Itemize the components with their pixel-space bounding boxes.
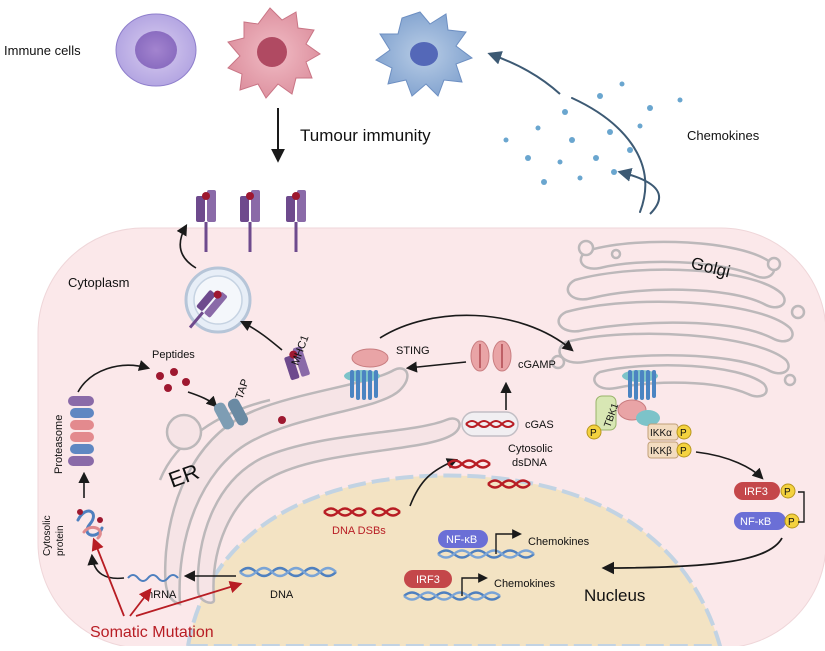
mhc-receptor-3	[286, 190, 306, 252]
mhc-receptor-2	[240, 190, 260, 252]
nfkb-right-phospho-label: P	[788, 517, 795, 528]
irf3-cytoplasm: IRF3 P	[734, 482, 796, 500]
irf3-nucleus: IRF3	[403, 570, 501, 601]
ikk-to-tf-arrow	[695, 451, 764, 480]
vesicle-to-surface-arrow	[176, 224, 197, 269]
cgamp-molecule	[470, 340, 512, 372]
dna-label: DNA	[270, 589, 294, 601]
cytosolic-protein-label-1: Cytosolic	[42, 515, 53, 556]
mhc-receptors-surface	[196, 190, 306, 252]
mrna-strand	[127, 574, 179, 582]
ikka-label: IKKα	[650, 428, 672, 439]
somatic-mutation-label: Somatic Mutation	[90, 624, 214, 641]
chemokine-path-lower	[571, 97, 647, 213]
ikk-complex: IKKα P IKKβ P	[647, 423, 692, 459]
mhc-receptor-1	[196, 190, 216, 252]
immune-cells-label: Immune cells	[4, 43, 81, 58]
mrna-to-protein-arrow	[87, 553, 125, 580]
irf3-right-phospho-label: P	[784, 487, 791, 498]
lymphocyte-icon	[115, 13, 197, 87]
golgi-apparatus	[550, 239, 806, 398]
tf-nuclear-import-arrow	[601, 537, 783, 575]
sting-golgi-complex	[617, 370, 660, 426]
chemokine-attraction-arrow	[487, 51, 561, 95]
nfkb-nucleus-label: NF-κB	[446, 534, 477, 546]
cytosolic-protein-label-2: protein	[55, 525, 66, 556]
cytosolic-dsdna-label-2: dsDNA	[512, 457, 548, 469]
cgamp-to-sting-arrow	[405, 361, 467, 373]
mhc-to-vesicle-arrow	[239, 320, 283, 351]
sting-label: STING	[396, 345, 430, 357]
sting-protein	[344, 348, 389, 400]
nfkb-cytoplasm: NF-κB P	[734, 512, 800, 530]
sting-to-golgi-arrow	[379, 314, 574, 352]
peptide-dots	[156, 368, 286, 424]
proteasome-to-peptides-arrow	[77, 360, 151, 393]
cgas-enzyme	[461, 411, 519, 437]
cgas-label: cGAS	[525, 419, 554, 431]
nfkb-nucleus: NF-κB	[437, 529, 535, 559]
ikka-phospho-label: P	[680, 428, 687, 439]
mhc-vesicle	[184, 266, 252, 334]
chemokines-top-label: Chemokines	[687, 128, 760, 143]
peptides-label: Peptides	[152, 349, 195, 361]
irf3-right-label: IRF3	[744, 486, 768, 498]
cytosolic-dsdna-icon	[447, 459, 531, 489]
nucleus	[185, 473, 723, 648]
chemokine-particles	[503, 81, 683, 185]
nfkb-right-label: NF-κB	[740, 516, 771, 528]
cgamp-label: cGAMP	[518, 359, 556, 371]
dna-helix	[239, 566, 337, 578]
tbk1-phospho-label: P	[590, 428, 597, 439]
cytoplasm-label: Cytoplasm	[68, 275, 129, 290]
somatic-mutation-arrows	[91, 537, 243, 617]
immune-cells-group: Immune cells	[4, 7, 474, 99]
mrna-label: mRNA	[144, 589, 177, 601]
mhc1-complex	[284, 346, 310, 381]
nucleus-label: Nucleus	[584, 586, 645, 605]
ikkb-phospho-label: P	[680, 446, 687, 457]
proteasome-label: Proteasome	[53, 415, 65, 474]
macrophage-icon	[227, 7, 321, 99]
cytosolic-protein-icon	[76, 509, 104, 540]
tf-bracket	[798, 491, 805, 523]
cytosolic-dsdna-label-1: Cytosolic	[508, 443, 553, 455]
irf3-nucleus-label: IRF3	[416, 574, 440, 586]
peptides-to-tap-arrow	[187, 391, 218, 408]
proteasome-icon	[68, 396, 94, 466]
tap-transporter	[213, 398, 249, 430]
dna-dsbs-helix	[323, 507, 401, 517]
dna-dsbs-label: DNA DSBs	[332, 525, 386, 537]
ikkb-label: IKKβ	[650, 446, 672, 457]
tumour-immunity-label: Tumour immunity	[300, 126, 431, 145]
dendritic-cell-icon	[375, 11, 474, 97]
chemokines-irf3-label: Chemokines	[494, 578, 556, 590]
chemokines-nfkb-label: Chemokines	[528, 536, 590, 548]
chemokine-secretion-arrow	[617, 167, 661, 215]
